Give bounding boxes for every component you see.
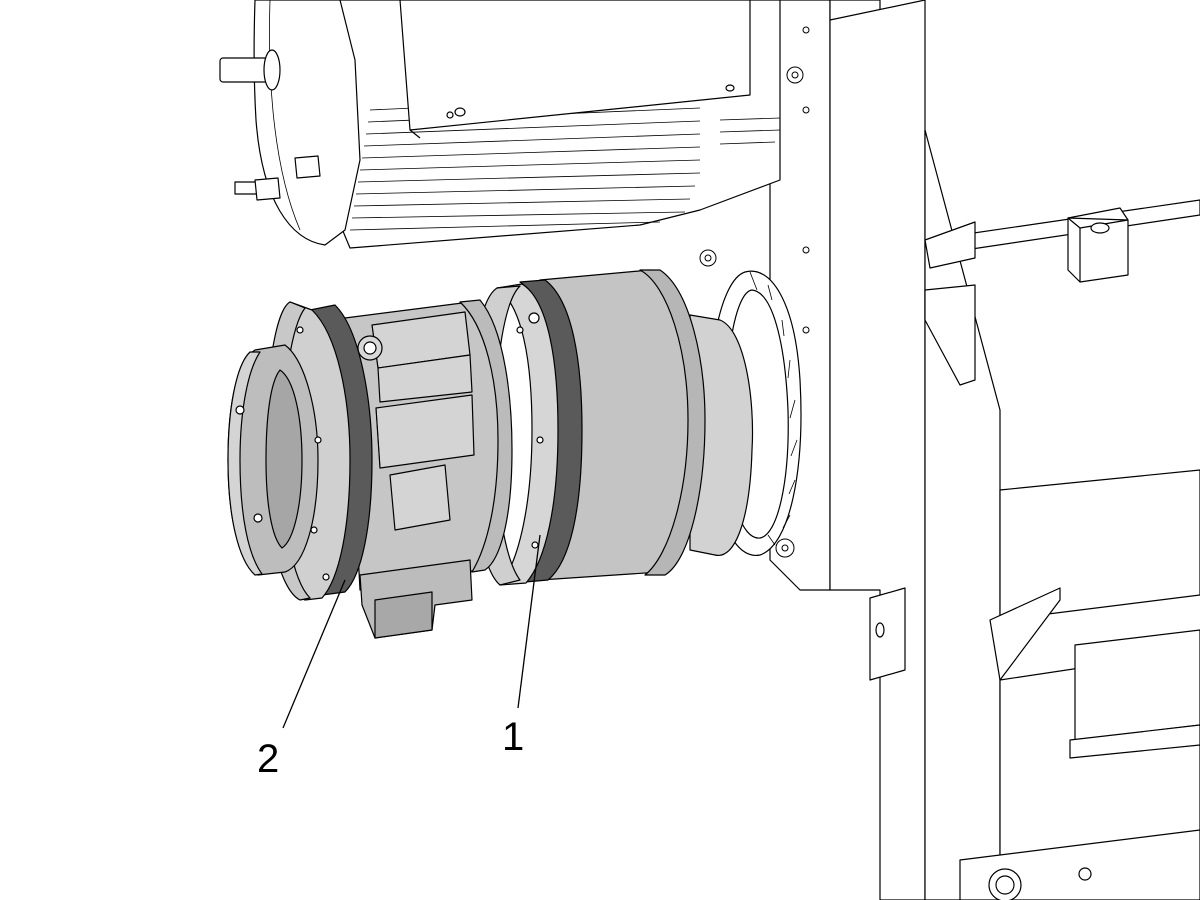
callout-label-2: 2 [257,737,279,781]
top-motor [219,0,781,249]
callout-leaders [282,534,541,729]
leader-line-2 [282,579,346,729]
gear-reducer-assembly [227,269,754,639]
machine-frame [769,0,1200,900]
callout-label-1: 1 [502,715,524,759]
leader-line-1 [517,534,541,709]
